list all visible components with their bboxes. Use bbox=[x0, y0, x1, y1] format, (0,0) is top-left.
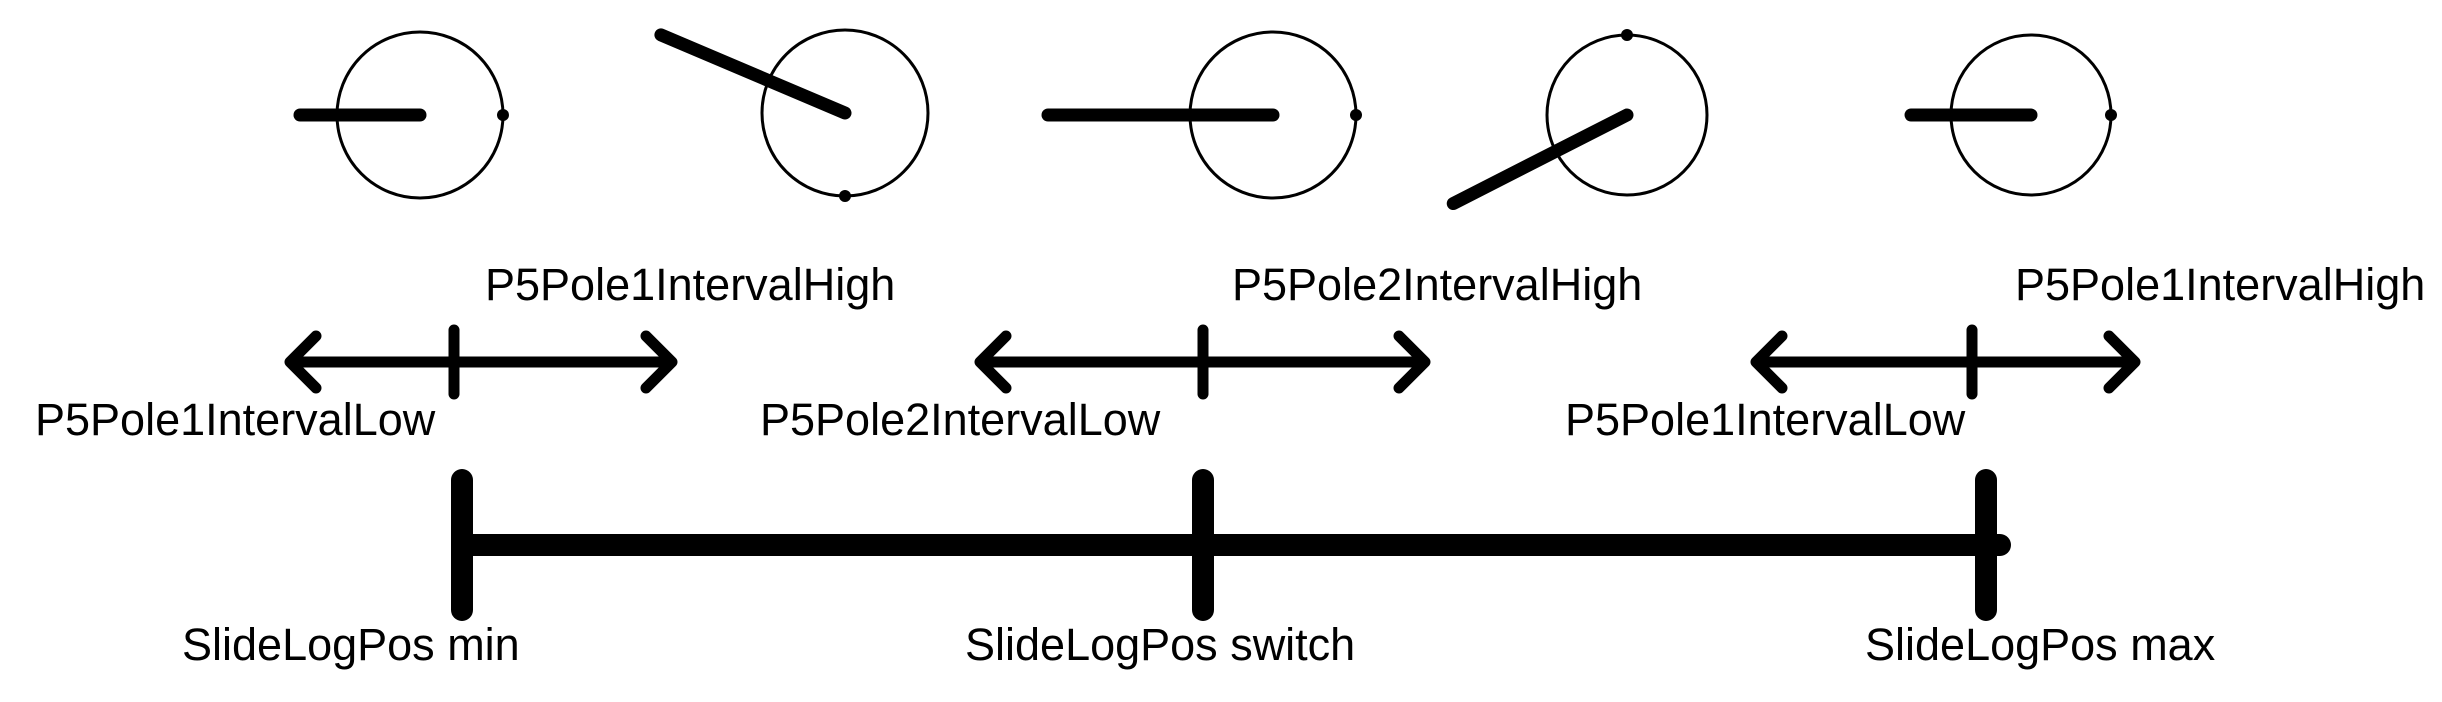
pendulum-rod bbox=[654, 28, 852, 120]
pendulum-rim-marker-dot bbox=[1621, 29, 1633, 41]
pendulum-rim-marker-dot bbox=[497, 109, 509, 121]
arrow-right-icon bbox=[2103, 330, 2141, 394]
arrow-right-icon bbox=[640, 330, 678, 394]
pendulum-5 bbox=[1904, 33, 2117, 197]
arrow-left-icon bbox=[284, 330, 322, 394]
arrow-left-icon bbox=[1750, 330, 1788, 394]
interval-high-label: P5Pole2IntervalHigh bbox=[1232, 259, 1642, 310]
interval-low-label: P5Pole2IntervalLow bbox=[760, 394, 1161, 445]
interval-low-label: P5Pole1IntervalLow bbox=[35, 394, 436, 445]
pendulum-rim-marker-dot bbox=[2105, 109, 2117, 121]
interval-high-label: P5Pole1IntervalHigh bbox=[485, 259, 895, 310]
slider-handle-label: SlideLogPos max bbox=[1865, 619, 2216, 670]
slider-handle-min[interactable]: SlideLogPos min bbox=[182, 469, 520, 670]
slider-handle-label: SlideLogPos min bbox=[182, 619, 520, 670]
pendulum-rim-marker-dot bbox=[1350, 109, 1362, 121]
slider-handle-label: SlideLogPos switch bbox=[965, 619, 1355, 670]
pendulum-row bbox=[293, 28, 2117, 211]
interval-annotations: P5Pole1IntervalHighP5Pole1IntervalLowP5P… bbox=[35, 259, 2425, 445]
slider-handle-switch[interactable]: SlideLogPos switch bbox=[965, 469, 1355, 670]
pendulum-2 bbox=[654, 28, 930, 202]
interval-low-label: P5Pole1IntervalLow bbox=[1565, 394, 1966, 445]
pendulum-rod bbox=[1446, 108, 1634, 211]
arrow-right-icon bbox=[1393, 330, 1431, 394]
slidelogpos-slider[interactable]: SlideLogPos min SlideLogPos switch SlideLo… bbox=[182, 469, 2216, 670]
pendulum-rim-marker-dot bbox=[839, 190, 851, 202]
arrow-left-icon bbox=[974, 330, 1012, 394]
slider-handle-max[interactable]: SlideLogPos max bbox=[1865, 469, 2216, 670]
pendulum-3 bbox=[1041, 30, 1362, 200]
pendulum-1 bbox=[293, 30, 509, 200]
pendulum-4 bbox=[1446, 29, 1709, 211]
interval-high-label: P5Pole1IntervalHigh bbox=[2015, 259, 2425, 310]
